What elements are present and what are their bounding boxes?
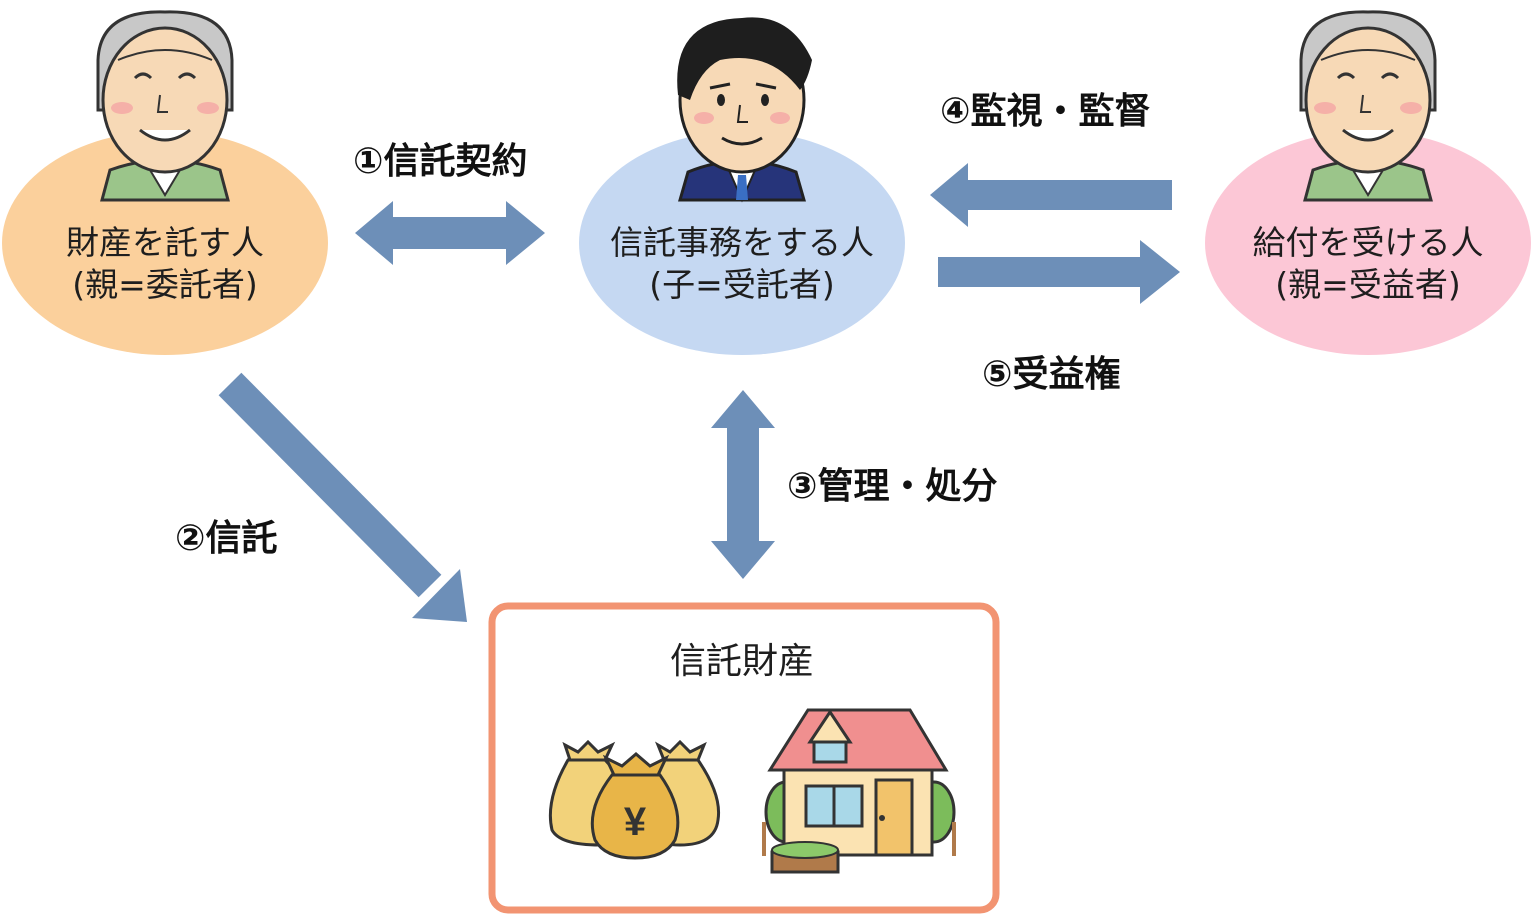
contract-label: ①信託契約 <box>353 141 528 182</box>
house-icon <box>762 708 956 874</box>
entrust-label: ②信託 <box>175 518 278 559</box>
supervise-arrow <box>930 163 1172 227</box>
settlor-label-line1: 財産を託す人 <box>66 223 264 262</box>
benefit-arrow <box>938 240 1180 304</box>
beneficiary-label-line2: (親=受益者) <box>1275 265 1461 304</box>
supervise-label: ④監視・監督 <box>940 91 1151 132</box>
yen-symbol: ¥ <box>624 800 647 844</box>
beneficiary-figure <box>1299 10 1437 202</box>
trustee-label-line1: 信託事務をする人 <box>610 223 874 262</box>
beneficiary-label-line1: 給付を受ける人 <box>1252 223 1484 262</box>
settlor-label: 財産を託す人 (親=委託者) <box>15 222 315 306</box>
trustee-label: 信託事務をする人 (子=受託者) <box>582 222 902 306</box>
contract-arrow <box>355 201 545 265</box>
money-bags-icon <box>548 739 721 860</box>
settlor-figure <box>96 10 234 202</box>
settlor-ellipse <box>2 131 328 355</box>
trust-property-title: 信託財産 <box>669 641 814 682</box>
trustee-figure <box>677 17 812 203</box>
trustee-ellipse <box>579 131 905 355</box>
trustee-label-line2: (子=受託者) <box>649 265 835 304</box>
entrust-arrow <box>218 372 467 622</box>
benefit-label: ⑤受益権 <box>982 354 1121 395</box>
manage-arrow <box>711 390 775 579</box>
settlor-label-line2: (親=委託者) <box>72 265 258 304</box>
beneficiary-label: 給付を受ける人 (親=受益者) <box>1218 222 1518 306</box>
beneficiary-ellipse <box>1205 131 1531 355</box>
manage-label: ③管理・処分 <box>787 466 998 507</box>
